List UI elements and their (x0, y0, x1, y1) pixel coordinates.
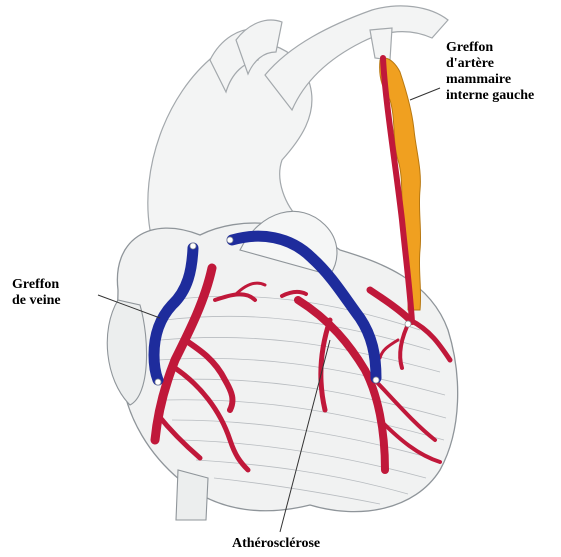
internal-mammary-graft-label: Greffon d'artère mammaire interne gauche (446, 40, 534, 104)
leader-line-ima (410, 88, 440, 100)
vein-graft-label-line: de veine (12, 293, 61, 309)
internal-mammary-graft-label-line: Greffon (446, 40, 534, 56)
internal-mammary-graft-label-line: interne gauche (446, 88, 534, 104)
atherosclerosis-label: Athérosclérose (232, 536, 320, 552)
vein-graft-label-line: Greffon (12, 277, 61, 293)
internal-mammary-graft-label-line: mammaire (446, 72, 534, 88)
vein-graft-label: Greffon de veine (12, 277, 61, 309)
internal-mammary-graft-label-line: d'artère (446, 56, 534, 72)
atherosclerosis-label-text: Athérosclérose (232, 536, 320, 552)
